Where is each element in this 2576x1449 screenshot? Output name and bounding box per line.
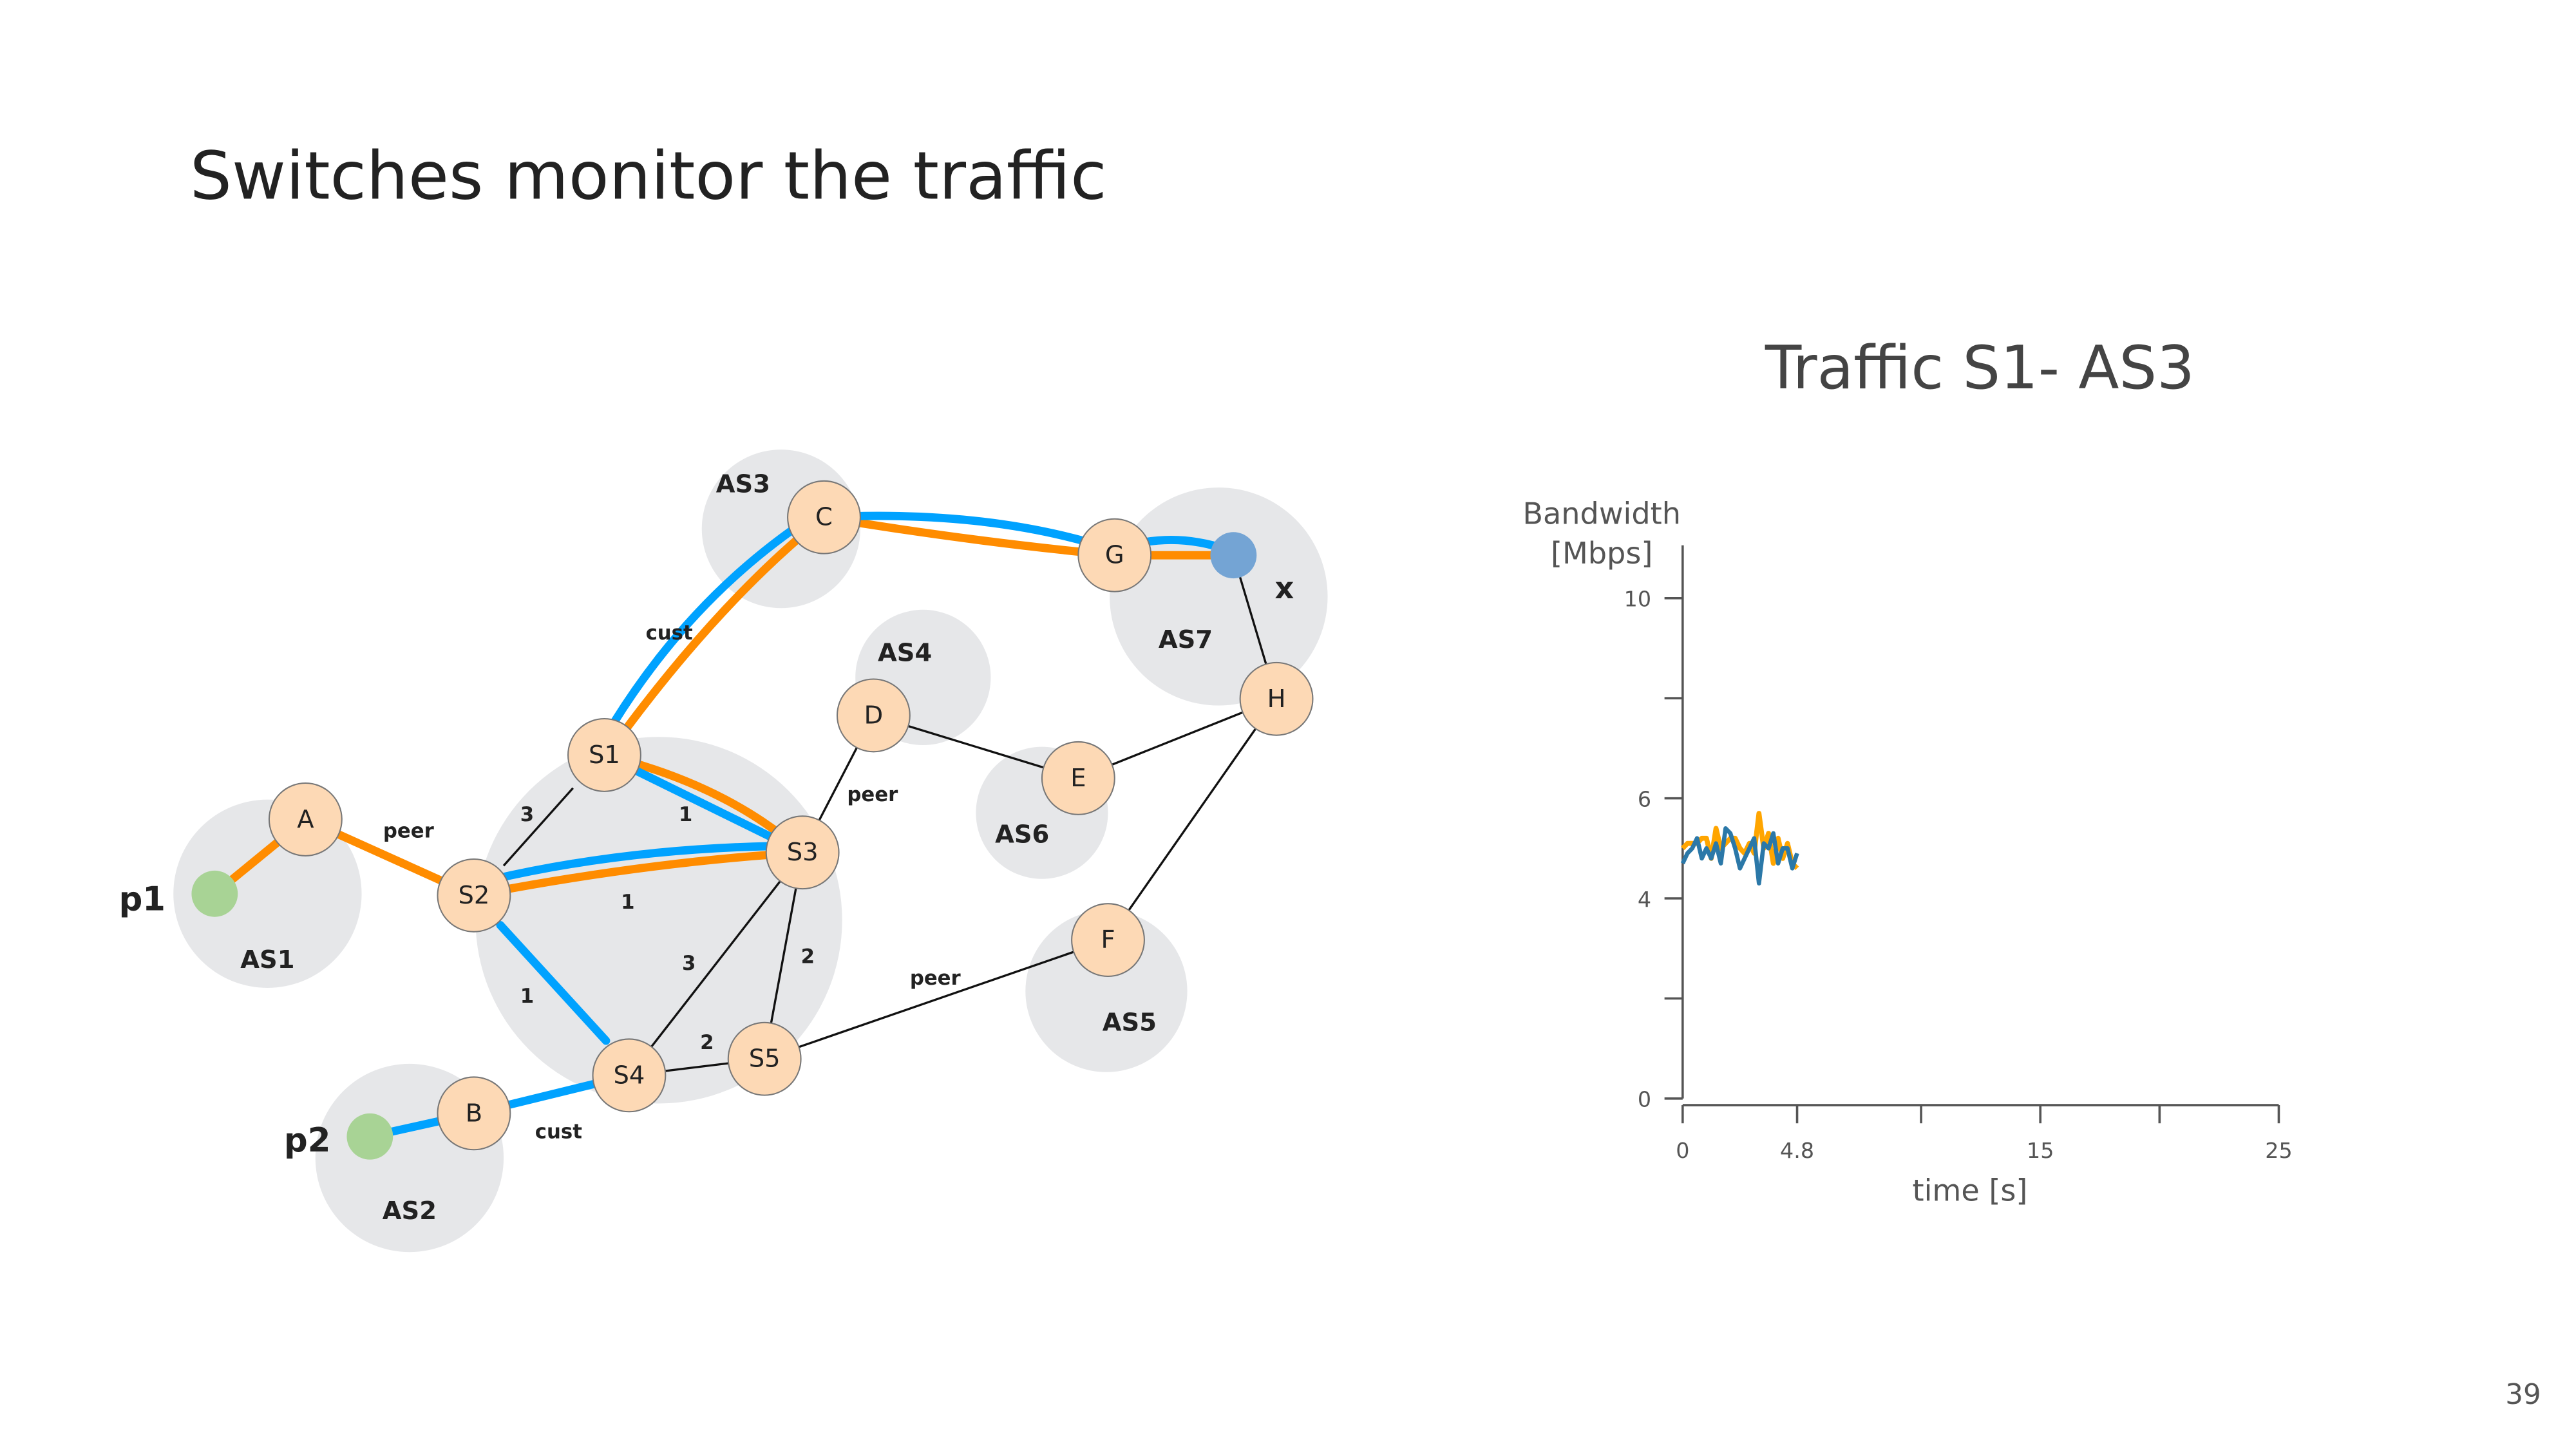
node-s1: S1 <box>567 718 641 792</box>
node-s3: S3 <box>765 815 840 890</box>
link-s3-s4 <box>628 851 804 1076</box>
page-number: 39 <box>2505 1379 2541 1411</box>
node-g: G <box>1077 518 1152 592</box>
as3-label: AS3 <box>716 470 770 499</box>
edge-weight-s2-s3: 1 <box>621 891 634 914</box>
y-tick-label: 0 <box>1638 1087 1651 1112</box>
x-axis-label: time [s] <box>1912 1173 2027 1208</box>
edge-label-s5-f: peer <box>910 967 961 990</box>
svg-text:S1: S1 <box>589 741 620 770</box>
as5-label: AS5 <box>1103 1009 1157 1037</box>
host-p1 <box>191 870 238 917</box>
series-line-orange <box>1681 811 1799 871</box>
prefix-p1-label: p1 <box>119 880 166 918</box>
node-h: H <box>1239 661 1314 736</box>
edge-weight-s2-s4: 1 <box>520 985 534 1008</box>
x-tick-label: 4.8 <box>1780 1138 1814 1163</box>
node-b: B <box>437 1076 511 1151</box>
edge-weight-s4-s5: 2 <box>700 1031 714 1054</box>
traffic-chart: Traffic S1- AS3 Bandwidth [Mbps] time [s… <box>1522 333 2292 1208</box>
svg-text:D: D <box>864 701 884 730</box>
edge-label-b-s4: cust <box>535 1120 582 1143</box>
edge-weight-s1-s3: 1 <box>679 803 692 826</box>
svg-text:E: E <box>1070 764 1086 793</box>
x-tick-label: 25 <box>2265 1138 2292 1163</box>
prefix-x-label: x <box>1274 571 1294 605</box>
nodes: A S2 S1 C G H D E S3 F S5 S4 B <box>268 480 1314 1151</box>
as2-label: AS2 <box>383 1197 437 1226</box>
chart-title: Traffic S1- AS3 <box>1765 333 2195 402</box>
node-e: E <box>1041 741 1115 815</box>
as5-region <box>1025 910 1188 1072</box>
y-tick-label: 6 <box>1638 786 1651 811</box>
node-f: F <box>1071 903 1145 978</box>
svg-text:F: F <box>1101 925 1115 954</box>
edge-label-a-s2: peer <box>383 820 435 843</box>
prefix-p2-label: p2 <box>284 1121 330 1160</box>
series-line-blue <box>1680 826 1799 886</box>
svg-text:A: A <box>297 805 314 834</box>
edge-weight-s4-s3: 3 <box>682 952 696 975</box>
edge-weight-s2-s1: 3 <box>520 803 534 826</box>
as7-label: AS7 <box>1159 625 1213 654</box>
link-h-f <box>1107 698 1278 941</box>
svg-text:H: H <box>1267 685 1286 714</box>
y-axis-label-line2: [Mbps] <box>1551 536 1653 571</box>
svg-text:S3: S3 <box>787 838 819 867</box>
x-tick-label: 15 <box>2027 1138 2054 1163</box>
y-tick-label: 10 <box>1624 587 1651 612</box>
link-s1-s2 <box>502 787 574 867</box>
node-c: C <box>787 480 861 554</box>
edge-label-d-s3: peer <box>847 783 898 806</box>
x-tick-label: 0 <box>1676 1138 1689 1163</box>
y-axis-label-line1: Bandwidth <box>1522 496 1681 531</box>
as4-label: AS4 <box>878 638 932 667</box>
svg-text:B: B <box>466 1099 482 1128</box>
destination-x <box>1210 532 1257 579</box>
host-p2 <box>346 1113 393 1160</box>
edge-weight-s5-s3: 2 <box>801 945 815 969</box>
node-s2: S2 <box>437 858 511 933</box>
as6-label: AS6 <box>995 820 1049 849</box>
svg-text:C: C <box>815 503 833 532</box>
link-f-s5 <box>764 939 1109 1060</box>
as1-label: AS1 <box>240 945 294 974</box>
svg-text:G: G <box>1105 541 1124 570</box>
svg-text:S5: S5 <box>749 1045 781 1074</box>
node-s5: S5 <box>727 1021 802 1096</box>
y-tick-label: 4 <box>1638 887 1651 912</box>
edge-label-s1-c: cust <box>646 621 693 645</box>
node-s4: S4 <box>592 1038 667 1113</box>
svg-text:S2: S2 <box>458 881 489 910</box>
svg-text:S4: S4 <box>613 1061 645 1090</box>
node-d: D <box>836 678 911 753</box>
node-a: A <box>268 782 343 857</box>
slide-title: Switches monitor the traffic <box>190 138 1107 214</box>
